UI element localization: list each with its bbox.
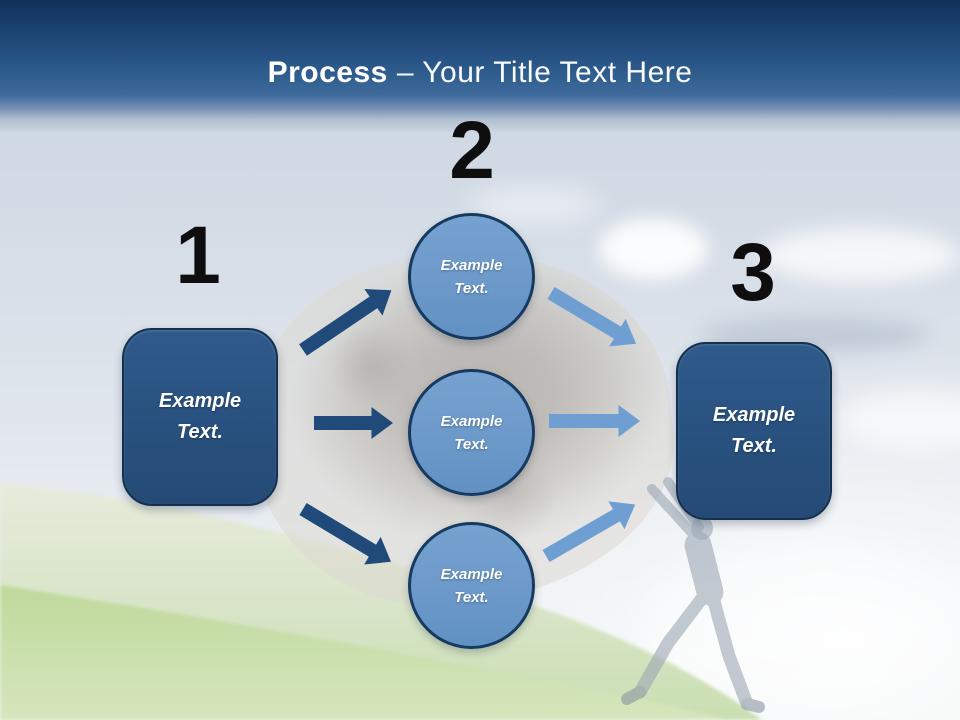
step-number-2: 2 (449, 105, 495, 196)
title-bar: Process– Your Title Text Here (0, 0, 960, 132)
step2-circle-middle[interactable]: Example Text. (408, 369, 535, 496)
person-head (691, 516, 713, 540)
cloud (760, 228, 960, 283)
step2-circle-top-label: Example Text. (440, 256, 503, 297)
person-shoe (621, 686, 646, 705)
step-number-1: 1 (175, 210, 221, 301)
cloud (598, 218, 708, 280)
person-shoe (741, 698, 765, 713)
person-back-leg (705, 587, 754, 711)
step2-circle-middle-label: Example Text. (440, 412, 503, 453)
person-arm (647, 484, 697, 538)
step2-circle-bottom[interactable]: Example Text. (408, 522, 535, 649)
step1-label: Example Text. (158, 390, 242, 443)
step2-circle-bottom-label: Example Text. (440, 565, 503, 606)
step-number-3: 3 (730, 227, 776, 318)
slide-title-emphasis: Process (267, 56, 388, 89)
grass-bright-slope (0, 585, 726, 720)
slide-title-rest: – Your Title Text Here (396, 56, 693, 89)
slide-title: Process– Your Title Text Here (0, 56, 960, 90)
step3-text-box[interactable]: Example Text. (676, 342, 832, 520)
cloud (840, 390, 960, 450)
step1-text-box[interactable]: Example Text. (122, 328, 278, 506)
person-front-leg (633, 590, 710, 699)
person-torso (684, 531, 724, 606)
step2-circle-top[interactable]: Example Text. (408, 213, 535, 340)
step3-label: Example Text. (712, 404, 796, 457)
